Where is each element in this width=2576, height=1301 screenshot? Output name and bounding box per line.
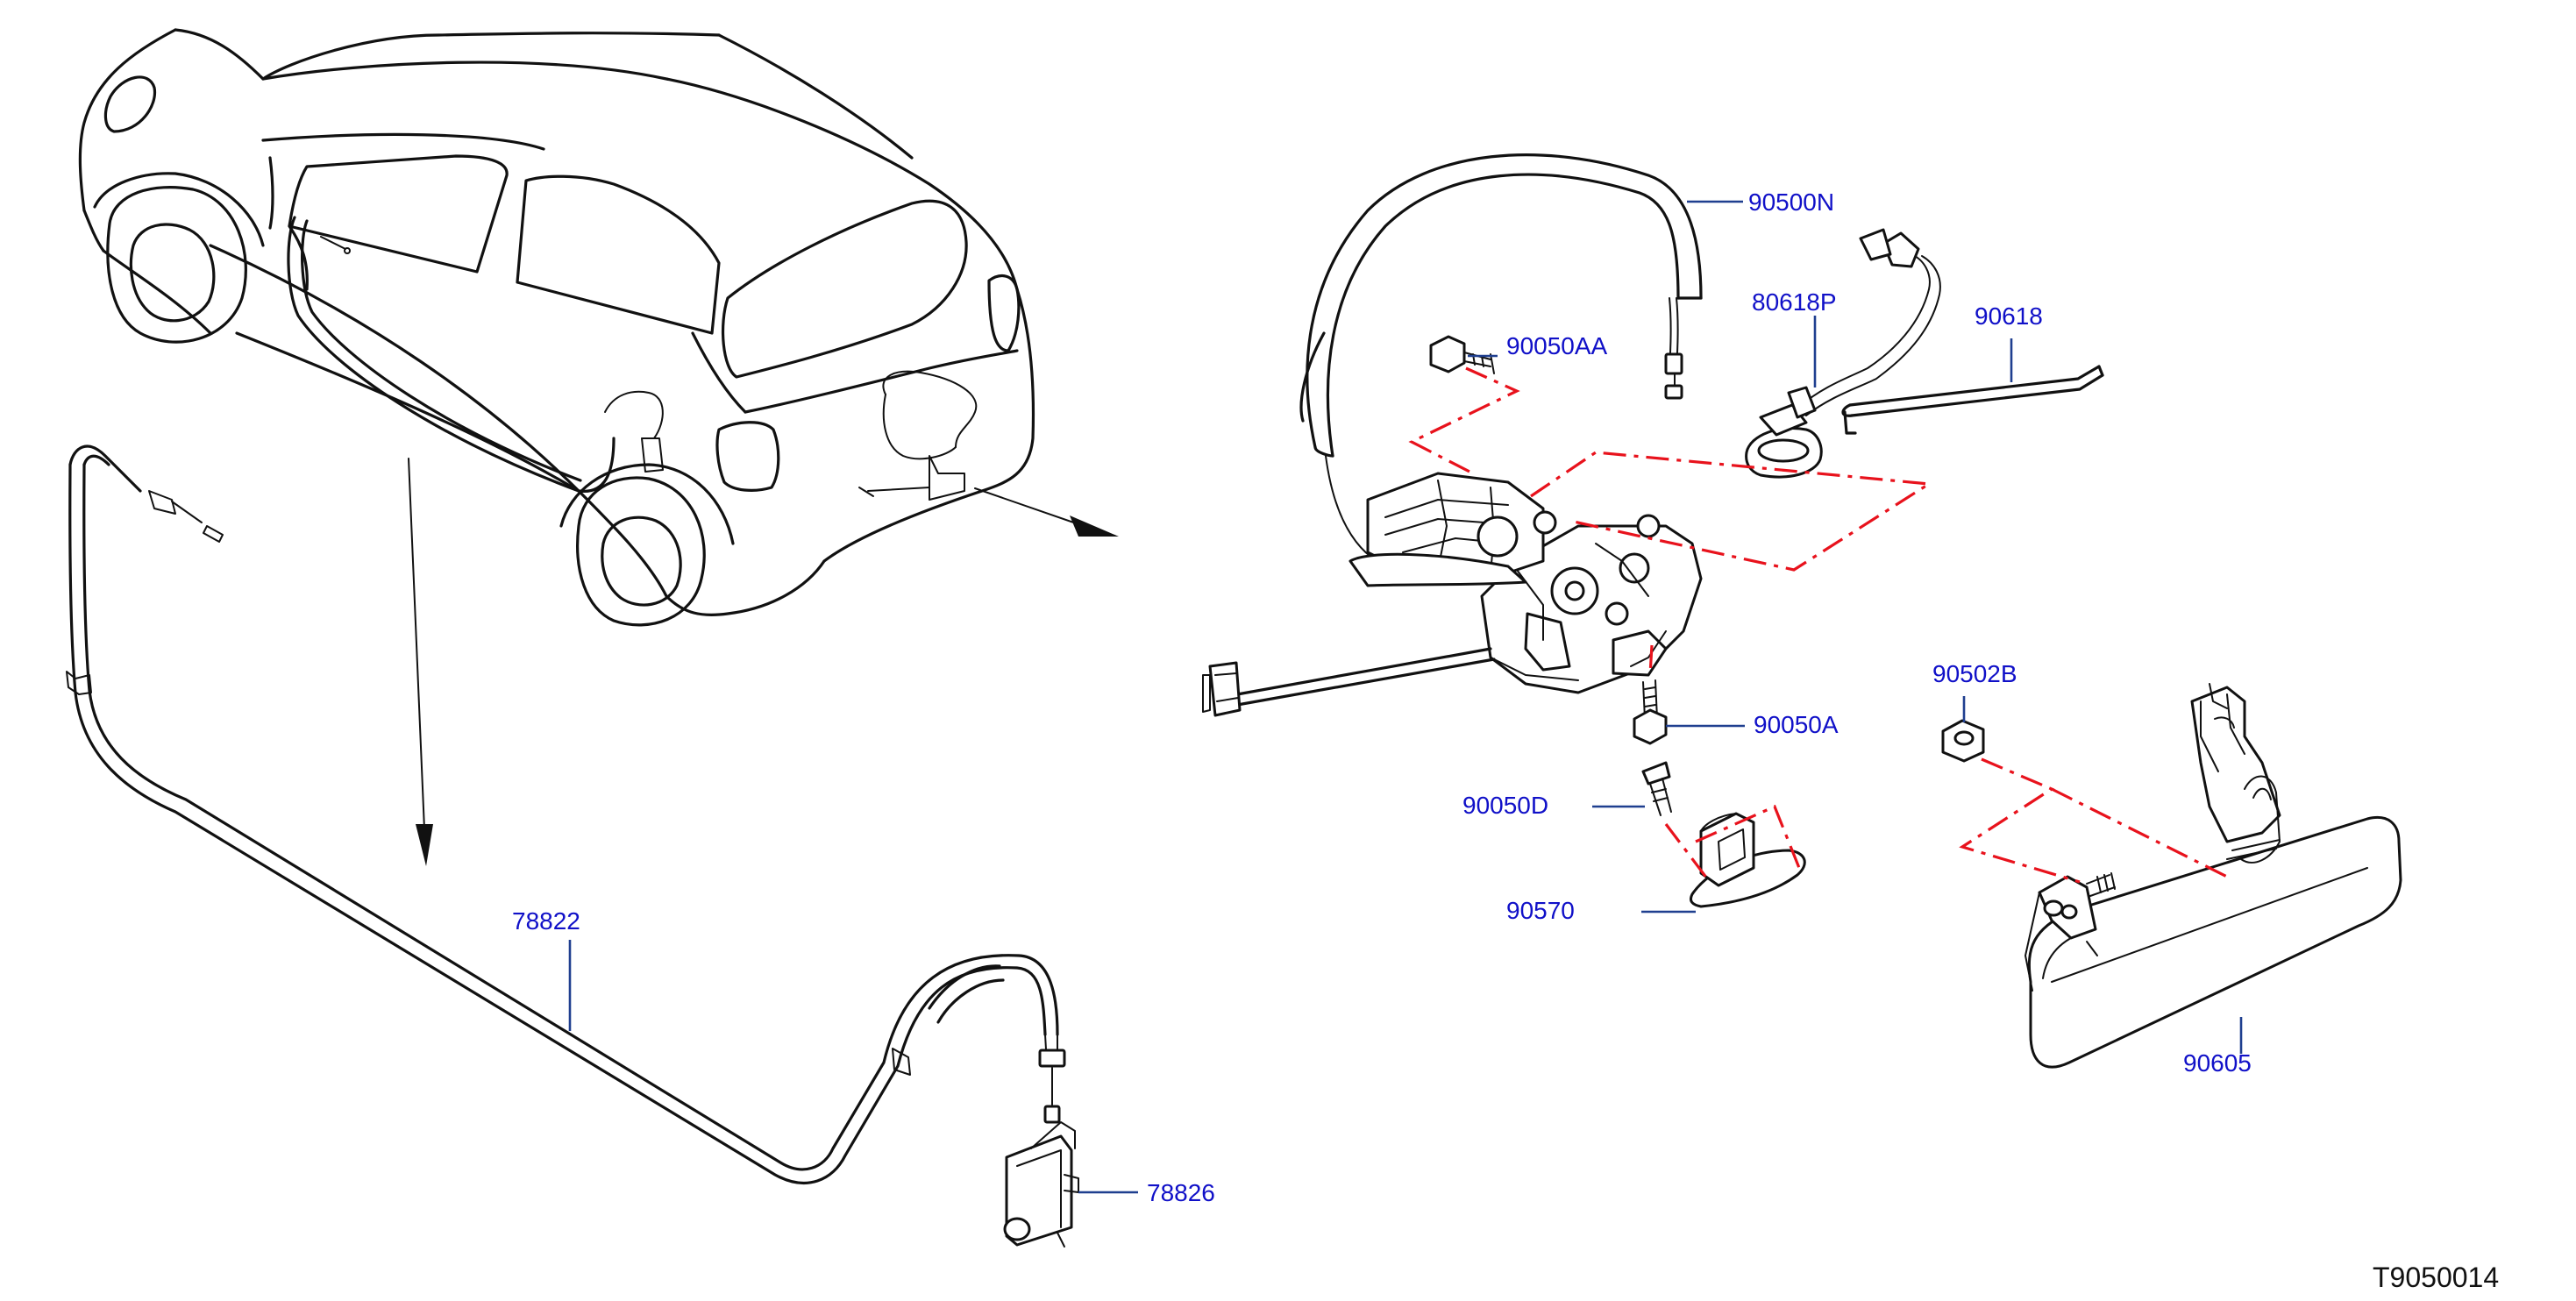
striker-90570 [1689, 812, 1806, 908]
label-90500N: 90500N [1748, 188, 1834, 216]
nut-90502B [1941, 719, 1985, 763]
bolt-90050A [1633, 679, 1668, 745]
cable-78822 [66, 444, 1066, 1184]
label-90050A: 90050A [1754, 711, 1839, 738]
screw-90050D [1641, 761, 1672, 816]
label-90050D: 90050D [1462, 792, 1548, 819]
rod-90618 [1841, 365, 2104, 435]
bolt-90050AA [1429, 335, 1495, 374]
label-78826: 78826 [1147, 1179, 1215, 1206]
outside-handle-90605 [2025, 683, 2402, 1069]
arrow-right-to-lock [974, 487, 1119, 537]
label-90570: 90570 [1506, 897, 1575, 924]
label-78822: 78822 [512, 907, 580, 935]
weatherstrip-90500N [1299, 153, 1703, 562]
diagram-code: T9050014 [2373, 1262, 2499, 1293]
part-labels: 90500N 80618P 90618 90050AA 90050A 90050… [512, 188, 2499, 1293]
arrow-down-to-cable [408, 458, 433, 866]
label-90605: 90605 [2183, 1049, 2252, 1077]
label-80618P: 80618P [1752, 288, 1837, 316]
back-door-lock-assembly [1202, 472, 1703, 717]
label-90502B: 90502B [1932, 660, 2017, 687]
inside-release-78826 [1003, 1121, 1079, 1248]
vehicle-illustration [78, 28, 1035, 627]
assembly-relation-lines [1408, 366, 2228, 884]
label-90050AA: 90050AA [1506, 332, 1608, 359]
leader-lines [568, 200, 2243, 1194]
label-90618: 90618 [1975, 302, 2043, 330]
opener-switch-80618P [1745, 228, 1941, 479]
